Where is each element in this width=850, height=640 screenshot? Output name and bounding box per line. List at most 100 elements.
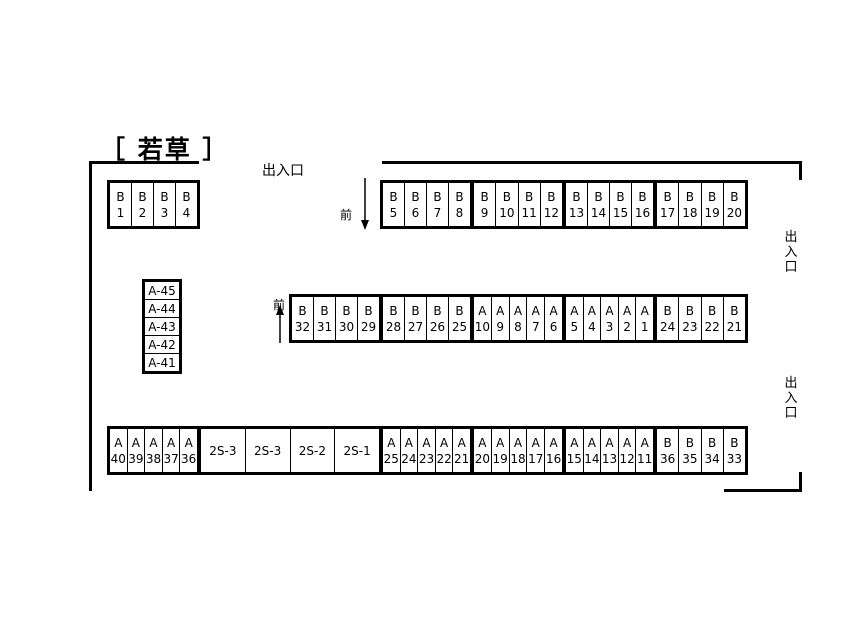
parking-space: A-42: [145, 335, 179, 353]
space-number: 35: [682, 451, 698, 466]
space-number: 11: [521, 205, 537, 220]
space-number: 13: [568, 205, 585, 220]
space-type: B: [389, 189, 398, 204]
space-number: 38: [145, 451, 162, 466]
space-type: A: [605, 303, 614, 318]
space-number: 12: [619, 451, 635, 466]
space-number: 14: [584, 451, 600, 466]
entrance-label-right-2: 出入口: [784, 376, 798, 421]
space-number: 34: [704, 451, 720, 466]
space-number: 5: [570, 319, 579, 334]
space-type: B: [685, 189, 694, 204]
space-type: B: [708, 435, 717, 450]
down-arrow-icon: [361, 178, 369, 230]
space-type: A: [166, 435, 176, 450]
space-number: 20: [474, 451, 491, 466]
space-number: 23: [682, 319, 698, 334]
space-number: 15: [566, 451, 582, 466]
wall-top-right: [382, 161, 802, 164]
space-number: 6: [411, 205, 420, 220]
space-type: B: [411, 303, 420, 318]
space-number: 40: [110, 451, 126, 466]
space-number: 16: [634, 205, 651, 220]
space-type: A: [184, 435, 193, 450]
space-number: 9: [496, 319, 505, 334]
space-number: 31: [316, 319, 333, 334]
space-number: 17: [659, 205, 676, 220]
parking-space-2s: 2S-1: [334, 429, 379, 472]
space-number: 39: [128, 451, 144, 466]
space-type: B: [433, 189, 442, 204]
space-type: A: [513, 435, 523, 450]
space-number: 8: [514, 319, 522, 334]
space-type: A: [549, 435, 558, 450]
parking-space: A-43: [145, 317, 179, 335]
space-number: 8: [455, 205, 464, 220]
space-number: 6: [549, 319, 558, 334]
space-number: 14: [590, 205, 607, 220]
space-number: 24: [659, 319, 676, 334]
space-type: B: [594, 189, 603, 204]
space-number: 33: [726, 451, 743, 466]
space-number: 10: [499, 205, 515, 220]
space-number: 36: [181, 451, 197, 466]
space-type: B: [685, 303, 694, 318]
parking-space: A-41: [145, 353, 179, 371]
parking-space-2s: 2S-3: [244, 429, 290, 472]
space-type: B: [663, 303, 672, 318]
space-type: A: [439, 435, 449, 450]
space-type: B: [685, 435, 694, 450]
space-type: A: [587, 435, 596, 450]
space-number: 20: [726, 205, 743, 220]
space-number: 1: [640, 319, 649, 334]
space-type: B: [116, 189, 125, 204]
space-type: B: [730, 303, 739, 318]
space-number: 12: [543, 205, 560, 220]
parking-space: A-45: [148, 283, 176, 298]
space-number: 29: [360, 319, 377, 334]
space-number: 13: [601, 451, 618, 466]
space-type: B: [616, 189, 625, 204]
space-number: 21: [726, 319, 743, 334]
space-type: A: [387, 435, 396, 450]
space-type: B: [455, 303, 464, 318]
space-number: 19: [492, 451, 508, 466]
space-type: B: [525, 189, 534, 204]
space-type: B: [480, 189, 489, 204]
space-number: 9: [480, 205, 489, 220]
wall-right-bottom: [799, 472, 802, 492]
parking-space: A-44: [145, 299, 179, 317]
space-type: A: [622, 303, 632, 318]
space-type: B: [433, 303, 442, 318]
